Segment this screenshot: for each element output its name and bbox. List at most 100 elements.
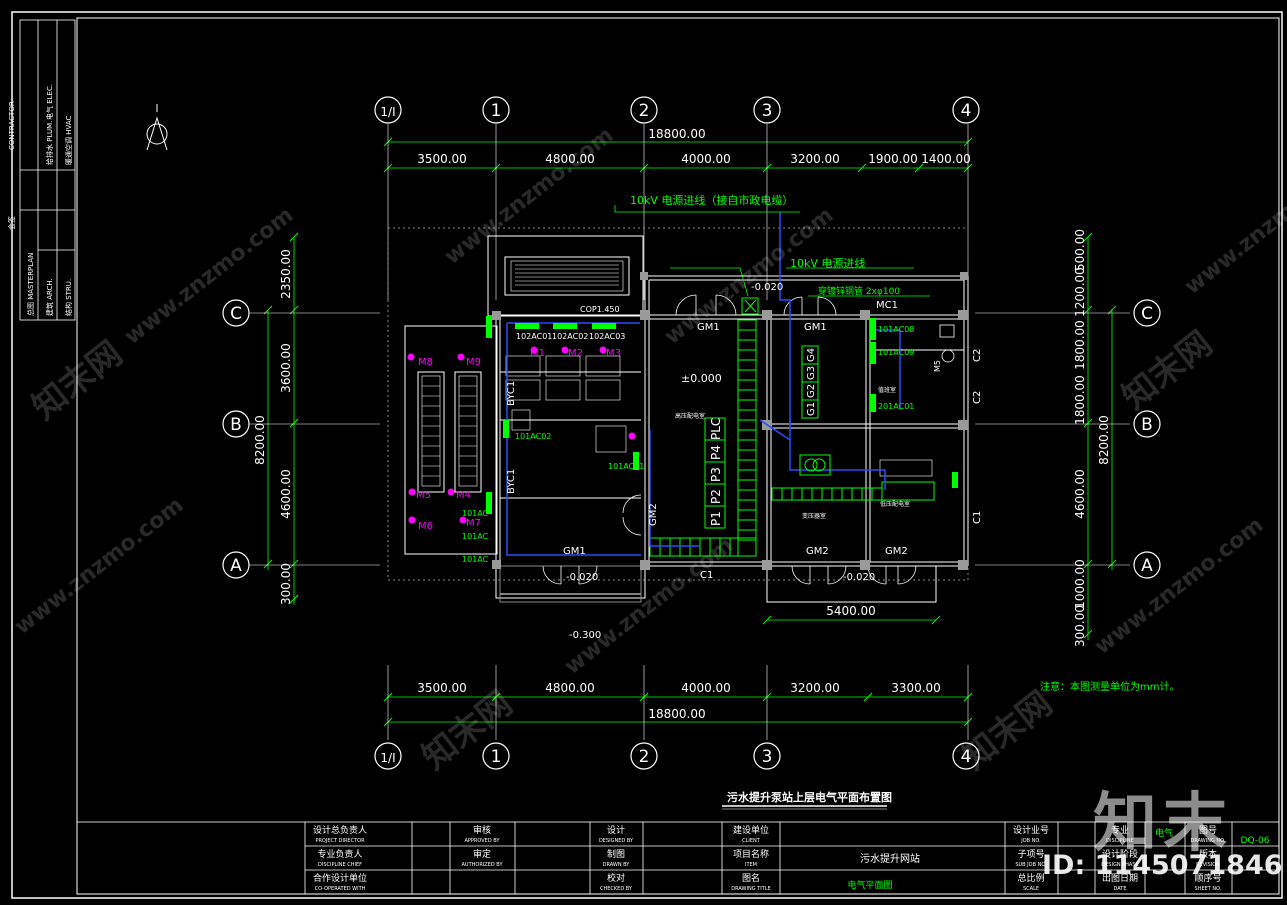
brand-logo: 知末 — [1093, 787, 1233, 861]
label-ac101-d: 101AC — [462, 532, 489, 541]
motor-label-5: M5 — [416, 490, 431, 501]
label-c1-a: C1 — [700, 570, 713, 581]
tb-r1-2: 设计 — [607, 824, 625, 836]
label-ac101-01: 101AC01 — [608, 462, 644, 471]
dimension-ticks — [263, 137, 1117, 727]
label-byc1-a: BYC1 — [506, 381, 517, 406]
panel-label-g0: G1 — [806, 402, 817, 416]
panel-label-p2: P3 — [709, 467, 723, 482]
label-ac101-08: 101AC08 — [878, 325, 914, 334]
grid-axis-lines — [249, 124, 1130, 740]
axis-label-3-top: 3 — [762, 101, 773, 121]
dim-right-4: 4600.00 — [1073, 469, 1087, 519]
tb-r1-1: 审核 — [473, 824, 491, 836]
sidebar-item-2: 结构 STRU. — [64, 279, 73, 316]
motor-label-4: M3 — [606, 348, 621, 359]
tb-r1e-2: DESIGNED BY — [599, 838, 634, 844]
axis-label-2-bottom: 2 — [639, 747, 650, 767]
dim-bottom-0: 3500.00 — [417, 681, 467, 695]
axis-label-A-right: A — [1141, 556, 1153, 576]
dim-overall-top: 18800.00 — [648, 127, 705, 141]
sidebar-item-1: 建筑 ARCH. — [45, 278, 54, 316]
tb-r2-3: 项目名称 — [733, 848, 769, 860]
tb-r3e-5: SHEET NO. — [1195, 886, 1222, 892]
label-elev-300: -0.300 — [569, 630, 601, 641]
label-byc1-b: BYC1 — [506, 469, 517, 494]
label-elev-020c: -0.020 — [843, 572, 875, 583]
axis-label-C-left: C — [230, 304, 242, 324]
dim-right-2: 1800.00 — [1073, 320, 1087, 370]
motor-label-2: M1 — [530, 348, 545, 359]
tb-r2-6: 版本 — [1199, 848, 1217, 860]
motor-label-7: M6 — [418, 521, 433, 532]
label-room-transf: 变压器室 — [802, 512, 826, 520]
blue-conduits — [506, 212, 901, 556]
axis-label-B-right: B — [1141, 415, 1153, 435]
signature-sidebar — [19, 19, 76, 321]
tb-r1e-3: CLIENT — [742, 838, 761, 844]
tb-r2e-2: DRAWN BY — [603, 862, 631, 868]
axis-label-2-top: 2 — [639, 101, 650, 121]
tb-r3e-0: CO-OPERATED WITH — [315, 886, 366, 892]
label-room-lowv: 低压配电室 — [880, 500, 910, 508]
tb-r3-0: 合作设计单位 — [313, 872, 367, 884]
label-room-gaoya: 高压配电室 — [675, 412, 705, 420]
label-gm1-c: GM1 — [563, 546, 586, 557]
tb-r2e-3: ITEM — [745, 862, 757, 868]
tb-r2e-0: DISCIPLINE CHIEF — [318, 862, 362, 868]
label-cop: COP1.450 — [580, 305, 620, 314]
axis-label-4-top: 4 — [961, 101, 972, 121]
tb-r1e-1: APPROVED BY — [464, 838, 500, 844]
label-gm2-b: GM2 — [885, 546, 908, 557]
dim-left-1: 3600.00 — [279, 343, 293, 393]
tb-r3e-2: DRAWING TITLE — [731, 886, 770, 892]
tb-r2-0: 专业负责人 — [317, 848, 362, 860]
image-id-tag: ID: 1145071846 — [1042, 850, 1283, 881]
dim-inner: 5400.00 — [826, 604, 876, 618]
dim-top-1: 4800.00 — [545, 152, 595, 166]
panel-label-p1: P2 — [709, 489, 723, 504]
panel-label-g3: G4 — [806, 348, 817, 362]
axis-label-A-left: A — [230, 556, 242, 576]
dim-bottom-2: 4000.00 — [681, 681, 731, 695]
axis-label-4-bottom: 4 — [961, 747, 972, 767]
dim-bottom-1: 4800.00 — [545, 681, 595, 695]
label-c1-b: C1 — [972, 511, 983, 524]
sidebar-item-7: CONTRACTOR — [8, 101, 16, 150]
tb-r1-3: 建设单位 — [733, 824, 769, 836]
label-cable-10kv-a: 10kV 电源进线（接自市政电缆） — [630, 193, 793, 207]
tb-r1-6: 图号 — [1199, 825, 1217, 836]
tb-r1e-5: DISCIPLINE — [1106, 838, 1134, 844]
tb-r2e-5: DESIGN PHASE — [1101, 862, 1138, 868]
drawing-title-text: 污水提升泵站上层电气平面布置图 — [727, 790, 892, 804]
leader-lines — [614, 205, 930, 297]
dim-top-4: 1900.00 — [868, 152, 918, 166]
dim-top-2: 4000.00 — [681, 152, 731, 166]
axis-label-3-bottom: 3 — [762, 747, 773, 767]
label-elev-020a: -0.020 — [751, 282, 783, 293]
dim-left-2: 4600.00 — [279, 469, 293, 519]
tb-r2-5: 设计阶段 — [1102, 848, 1138, 860]
label-ac101-e: 101AC — [462, 555, 489, 564]
tb-r1-0: 设计总负责人 — [313, 824, 367, 836]
switchgear-panels — [704, 345, 819, 529]
label-gm2-a: GM2 — [806, 546, 829, 557]
magenta-devices — [407, 346, 636, 524]
label-ac101-c: 101AC — [462, 509, 489, 518]
panel-label-g2: G3 — [806, 366, 817, 380]
label-cable-10kv-b: 10kV 电源进线 — [790, 256, 865, 270]
dim-right-6: 300.00 — [1073, 605, 1087, 647]
tb-r3e-4: DATE — [1113, 886, 1126, 892]
label-m5: M5 — [933, 360, 942, 372]
label-pipe: 穿镀锌钢管 2xφ100 — [818, 285, 900, 297]
tb-r2e-6: REVISION — [1196, 862, 1220, 868]
dim-right-5: 1000.00 — [1073, 559, 1087, 609]
label-room-duty: 值班室 — [878, 386, 896, 394]
tb-r3-4: 出图日期 — [1102, 872, 1138, 884]
tb-r3-3: 总比例 — [1017, 872, 1044, 884]
sidebar-item-3: 给排水 PLUM. — [45, 121, 54, 165]
dim-top-0: 3500.00 — [417, 152, 467, 166]
dim-right-total: 8200.00 — [1097, 415, 1111, 465]
building-walls — [387, 227, 969, 603]
